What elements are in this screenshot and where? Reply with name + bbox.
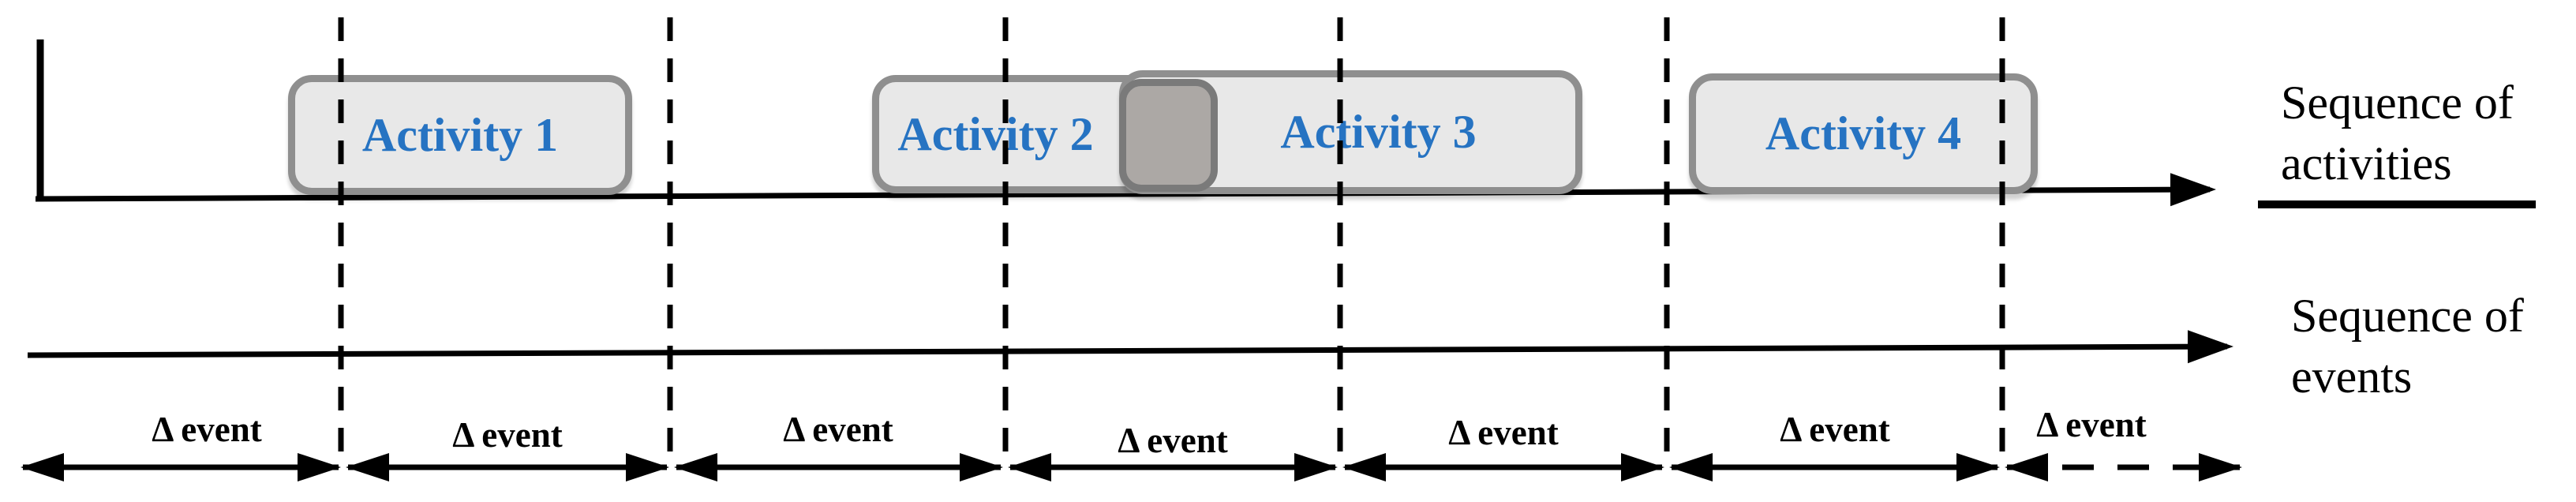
- activities-caption-line-2: activities: [2281, 137, 2452, 189]
- delta-event-label-4: Δ event: [1118, 421, 1228, 460]
- delta-event-label-1: Δ event: [152, 410, 262, 449]
- activity-4-label: Activity 4: [1765, 107, 1962, 159]
- delta-event-label-3: Δ event: [783, 410, 893, 449]
- activity-1-label: Activity 1: [361, 108, 559, 161]
- delta-event-label-2: Δ event: [452, 415, 563, 455]
- delta-event-label-6: Δ event: [1780, 410, 1890, 449]
- events-caption: Sequence of events: [2291, 286, 2524, 407]
- activities-caption-underline: [2258, 200, 2536, 208]
- activities-caption-line-1: Sequence of: [2281, 77, 2514, 129]
- events-caption-line-2: events: [2291, 350, 2413, 403]
- activity-overlap-region: [1119, 79, 1218, 192]
- events-caption-line-1: Sequence of: [2291, 290, 2524, 342]
- delta-event-label-7: Δ event: [2036, 405, 2147, 444]
- activities-caption: Sequence of activities: [2281, 73, 2514, 194]
- activity-3-label: Activity 3: [1280, 106, 1477, 158]
- delta-event-label-5: Δ event: [1448, 413, 1559, 452]
- activity-2-label: Activity 2: [897, 107, 1094, 160]
- activity-box-4: Activity 4: [1689, 73, 2038, 194]
- activity-box-1: Activity 1: [288, 75, 632, 195]
- events-timeline-arrow: [27, 330, 2233, 364]
